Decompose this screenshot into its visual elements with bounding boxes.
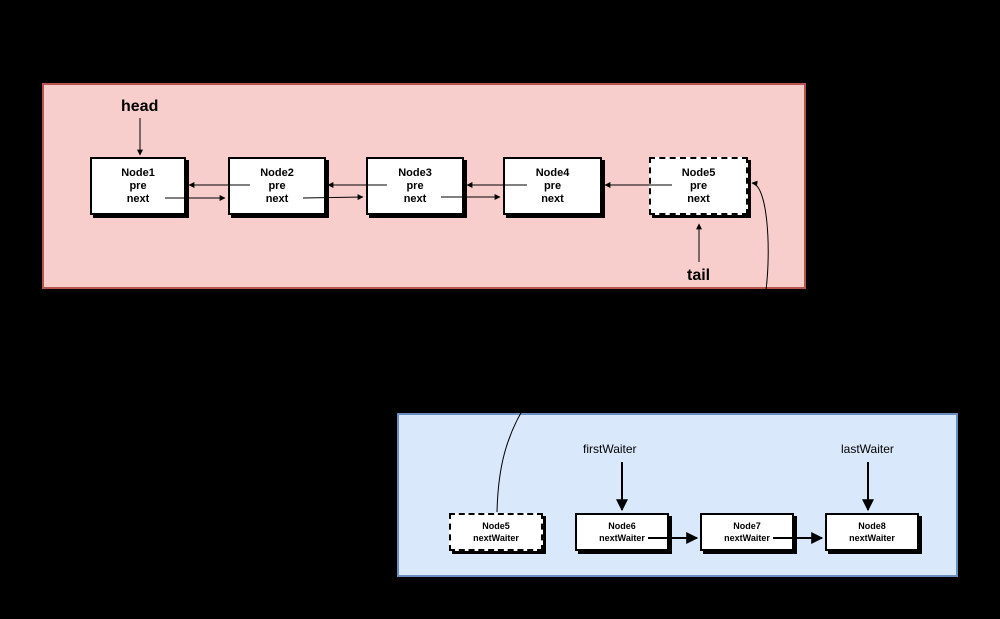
node-pre-field: pre	[268, 179, 286, 192]
sync-node-4: Node4 pre next	[503, 157, 602, 215]
node-name: Node2	[260, 166, 294, 179]
head-label: head	[121, 98, 159, 115]
node-next-field: next	[126, 192, 150, 205]
node-pre-field: pre	[689, 179, 708, 192]
last-waiter-label: lastWaiter	[841, 442, 894, 456]
node-next-field: next	[403, 192, 427, 205]
node-next-waiter-field: nextWaiter	[724, 533, 770, 543]
sync-node-2: Node2 pre next	[228, 157, 326, 215]
node-pre-field: pre	[543, 179, 562, 192]
node-name: Node5	[482, 521, 510, 531]
cond-node-5: Node5 nextWaiter	[449, 513, 543, 551]
cond-node-7: Node7 nextWaiter	[700, 513, 794, 551]
node-pre-field: pre	[129, 179, 147, 192]
cond-node-8: Node8 nextWaiter	[825, 513, 919, 551]
node-name: Node8	[858, 521, 886, 531]
node-name: Node1	[121, 166, 155, 179]
node-pre-field: pre	[406, 179, 424, 192]
sync-node-3: Node3 pre next	[366, 157, 464, 215]
node-name: Node7	[733, 521, 761, 531]
node-next-waiter-field: nextWaiter	[599, 533, 645, 543]
sync-node-5: Node5 pre next	[649, 157, 748, 215]
node-next-waiter-field: nextWaiter	[849, 533, 895, 543]
condition-queue-panel	[397, 413, 958, 577]
node-name: Node5	[681, 166, 716, 179]
cond-node-6: Node6 nextWaiter	[575, 513, 669, 551]
sync-node-1: Node1 pre next	[90, 157, 186, 215]
node-name: Node6	[608, 521, 636, 531]
node-name: Node3	[398, 166, 432, 179]
tail-label: tail	[687, 267, 711, 284]
first-waiter-label: firstWaiter	[583, 442, 637, 456]
node-next-waiter-field: nextWaiter	[473, 533, 519, 543]
node-name: Node4	[535, 166, 570, 179]
node-next-field: next	[687, 192, 710, 205]
node-next-field: next	[541, 192, 564, 205]
node-next-field: next	[265, 192, 289, 205]
